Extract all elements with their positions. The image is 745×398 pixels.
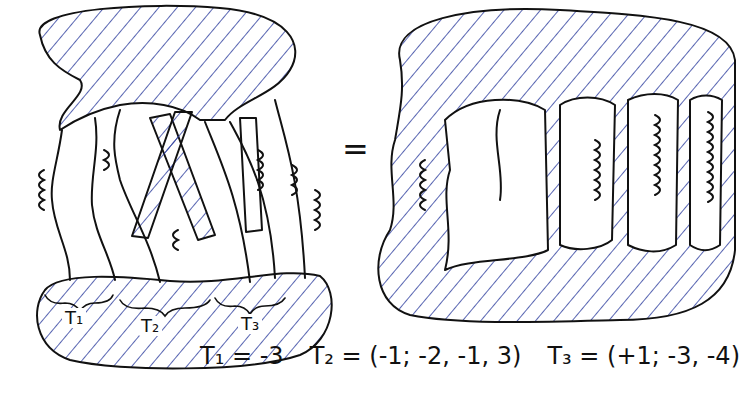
tangle-name: T₃ [238, 314, 262, 334]
equals-sign: = [342, 132, 369, 167]
tangle-name: T₁ [62, 308, 86, 328]
formula-row: T₁ = -3 T₂ = (-1; -2, -1, 3) T₃ = (+1; -3,… [200, 342, 740, 370]
tangle-formula: T₃ = (+1; -3, -4) [547, 342, 740, 370]
tangle-formula: T₁ = -3 [200, 342, 284, 370]
tangle-name: T₂ [138, 316, 162, 336]
tangle-formula: T₂ = (-1; -2, -1, 3) [310, 342, 522, 370]
